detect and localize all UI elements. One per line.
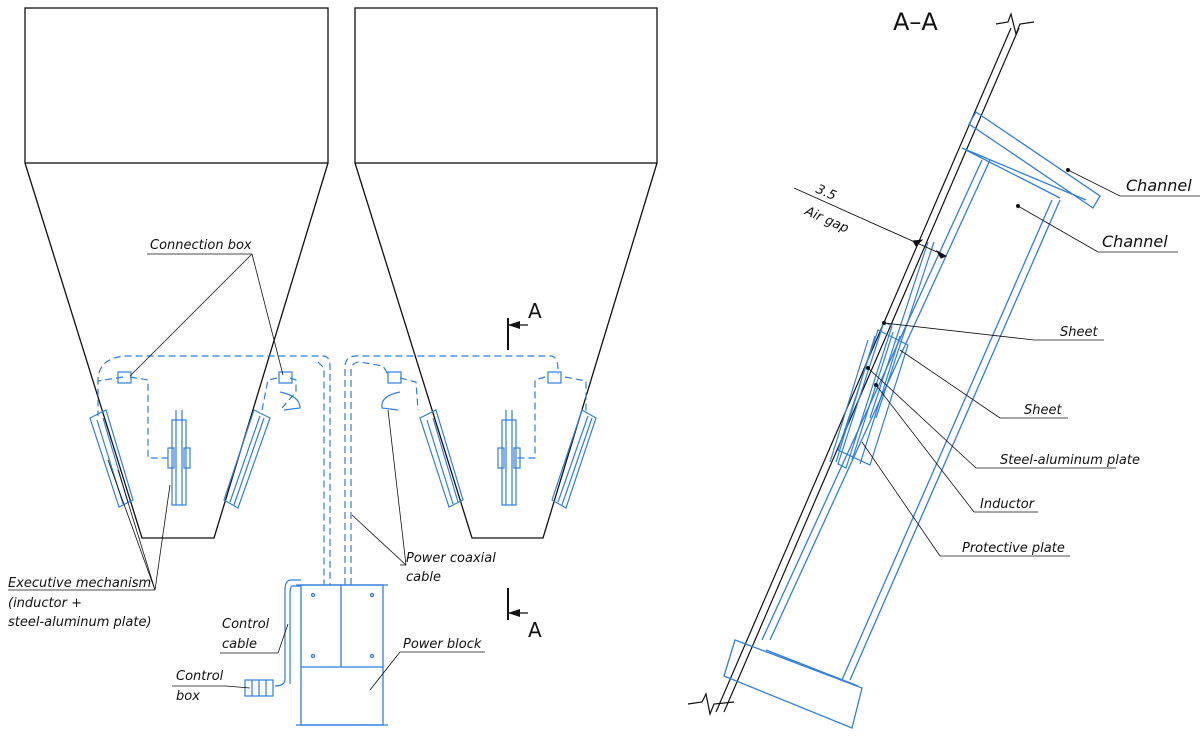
power-block	[296, 584, 388, 726]
power-coaxial-label-2: cable	[406, 570, 441, 585]
connection-box-label: Connection box	[150, 238, 252, 253]
control-box-label-1: Control	[176, 669, 224, 684]
section-leader-dots	[866, 168, 1070, 387]
power-coaxial-label-1: Power coaxial	[406, 551, 496, 566]
executive-mechanism-label-1: Executive mechanism	[8, 576, 151, 591]
protective-plate-label: Protective plate	[962, 541, 1065, 556]
section-mark-top: A	[507, 299, 542, 350]
control-box	[244, 679, 274, 697]
air-gap-dimension	[793, 187, 948, 259]
right-center-inductor	[497, 410, 521, 506]
right-inductor-right	[551, 409, 597, 509]
channel-label-1: Channel	[1126, 176, 1192, 195]
section-frame	[723, 111, 1101, 729]
steel-aluminum-plate-label: Steel-aluminum plate	[1000, 453, 1140, 468]
section-mark-top-letter: A	[528, 299, 542, 323]
right-inductor-left	[419, 409, 464, 508]
control-cable-label-2: cable	[222, 637, 257, 652]
air-gap-value: 3.5	[813, 182, 838, 204]
left-inductor-left	[89, 409, 134, 508]
section-mark-bottom-letter: A	[528, 618, 542, 642]
cable-routing	[97, 355, 587, 585]
left-leaders	[8, 253, 485, 691]
left-hopper	[24, 7, 329, 539]
sheet-label-1: Sheet	[1060, 325, 1098, 340]
air-gap-label: Air gap	[801, 204, 850, 237]
executive-mechanism-label-2: (inductor +	[8, 596, 82, 611]
power-block-label: Power block	[403, 637, 482, 652]
inductor-label: Inductor	[980, 497, 1036, 512]
sheet-label-2: Sheet	[1024, 403, 1062, 418]
executive-mechanism-label-3: steel-aluminum plate)	[8, 615, 152, 630]
right-hopper	[354, 7, 658, 539]
section-wall	[687, 11, 1035, 717]
connection-boxes	[117, 371, 562, 411]
section-inductor	[829, 241, 935, 469]
section-leaders	[861, 169, 1200, 557]
channel-label-2: Channel	[1102, 232, 1168, 251]
control-cable-label-1: Control	[222, 617, 270, 632]
control-box-label-2: box	[176, 689, 200, 704]
section-title: A–A	[893, 8, 938, 36]
control-cable	[274, 579, 301, 687]
left-inductor-right	[223, 409, 271, 509]
left-center-inductor	[167, 410, 191, 506]
section-mark-bottom: A	[507, 588, 542, 642]
